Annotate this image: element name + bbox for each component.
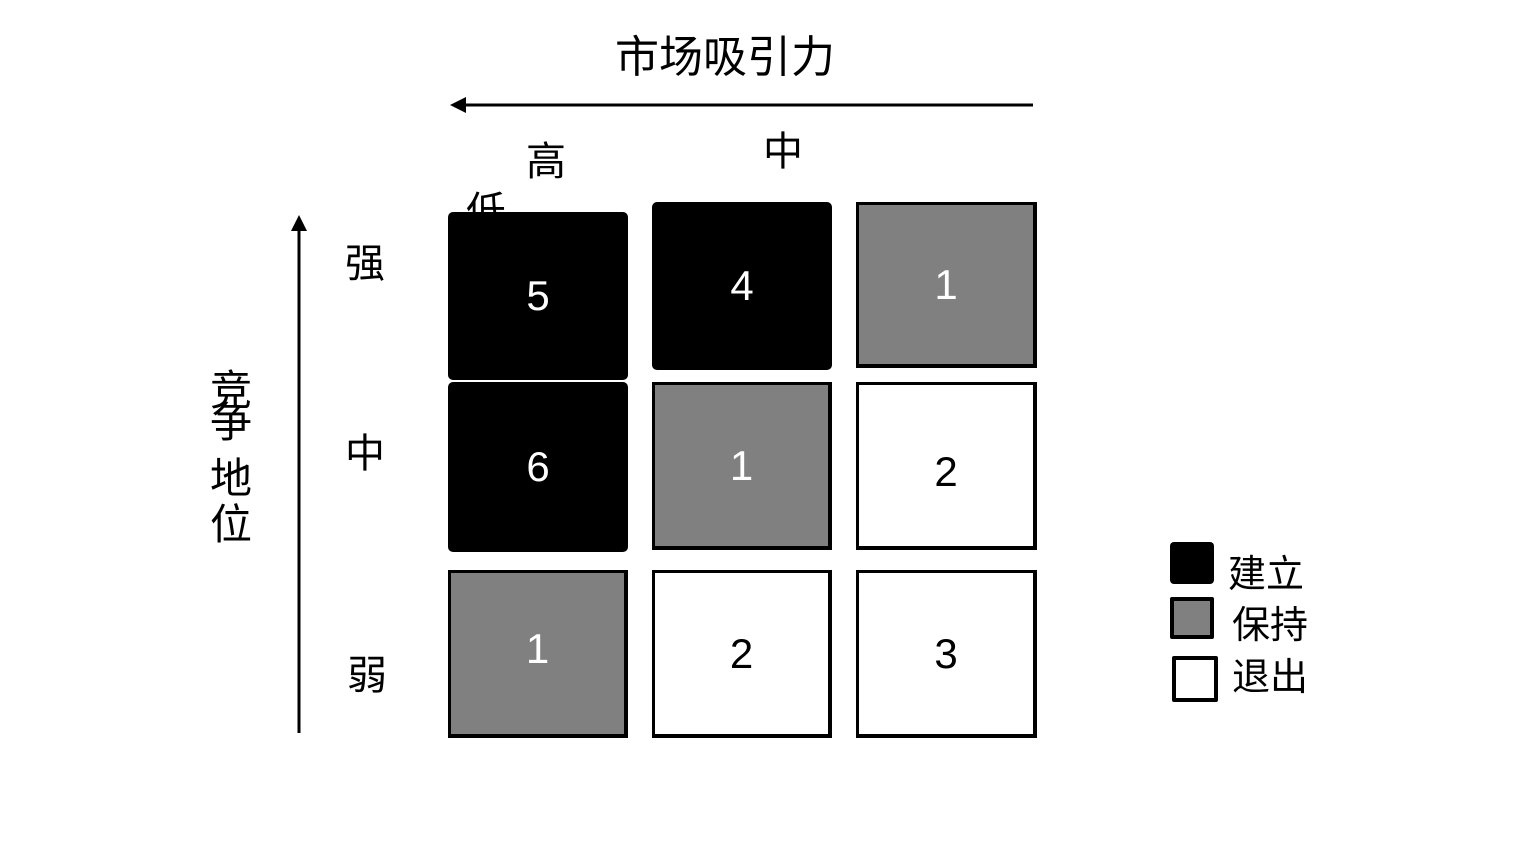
matrix-cell-low-weak: 3: [856, 570, 1037, 738]
market-attractiveness-arrow: [450, 97, 1033, 113]
column-label-high: 高: [526, 139, 566, 185]
competitive-position-char-1: 竞: [209, 366, 252, 415]
matrix-cell-medium-medium: 1: [652, 382, 832, 550]
competitive-position-char-2: 争: [209, 398, 252, 447]
competitive-position-arrow: [291, 215, 307, 733]
row-label-strong: 强: [345, 241, 385, 287]
legend-swatch-build: [1170, 542, 1214, 584]
legend-label-hold: 保持: [1232, 603, 1309, 647]
matrix-cell-low-medium: 2: [856, 382, 1037, 550]
matrix-cell-high-strong: 5: [448, 212, 628, 380]
matrix-cell-high-weak: 1: [448, 570, 628, 738]
row-label-medium: 中: [345, 431, 385, 477]
market-attractiveness-title: 市场吸引力: [615, 32, 835, 83]
row-label-weak: 弱: [347, 653, 387, 699]
competitive-position-title: 竞 争 地 位: [205, 368, 257, 548]
legend-swatch-exit: [1172, 656, 1218, 702]
column-label-low: 低: [466, 189, 506, 212]
legend-swatch-hold: [1170, 597, 1214, 639]
matrix-cell-medium-strong: 4: [652, 202, 832, 370]
legend-label-build: 建立: [1228, 552, 1305, 596]
competitive-position-char-4: 位: [209, 500, 252, 549]
column-label-medium: 中: [763, 129, 803, 175]
matrix-cell-medium-weak: 2: [652, 570, 832, 738]
matrix-cell-high-medium: 6: [448, 382, 628, 552]
legend-label-exit: 退出: [1232, 655, 1309, 699]
competitive-position-char-3: 地: [209, 454, 252, 503]
matrix-cell-low-strong: 1: [856, 202, 1037, 368]
